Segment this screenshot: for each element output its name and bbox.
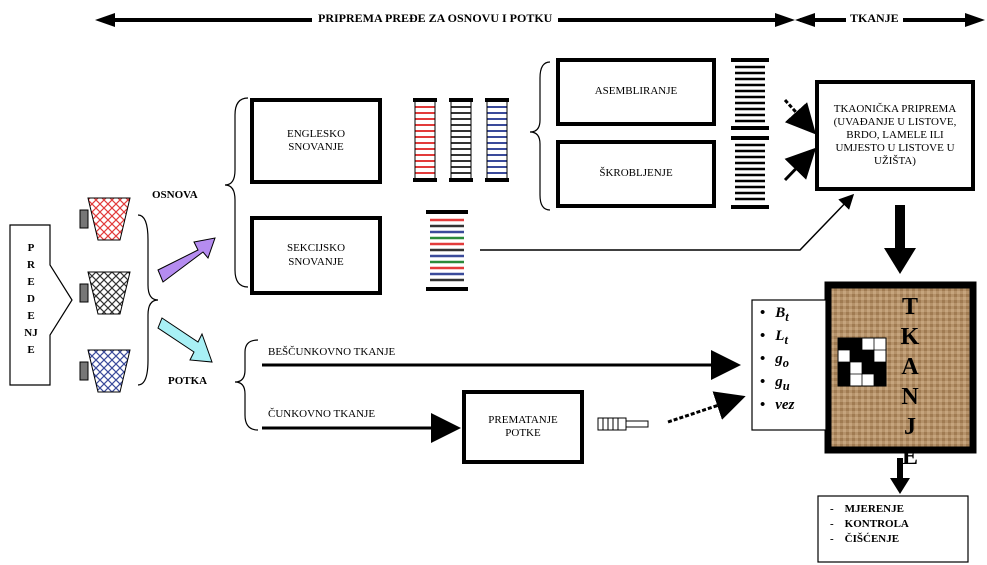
start-label: P R E D E NJ E: [16, 240, 46, 359]
finishing-item-label: KONTROLA: [844, 518, 909, 530]
param-base: g: [775, 351, 783, 367]
param-base: L: [775, 328, 785, 344]
loom-prep-box: TKAONIČKA PRIPREMA (UVAĐANJE U LISTOVE, …: [815, 80, 975, 191]
english-warping-box: ENGLESKO SNOVANJE: [250, 98, 382, 184]
shuttle-label: ČUNKOVNO TKANJE: [268, 408, 376, 420]
pirn-icon: [597, 417, 649, 431]
section-beam: [426, 210, 468, 291]
weaving-letter: N: [901, 384, 919, 410]
shuttleless-label: BEŠČUNKOVNO TKANJE: [268, 346, 396, 358]
cone-red: [79, 197, 131, 241]
cone-black: [79, 271, 131, 315]
weaving-label: T K A N J E: [885, 292, 935, 472]
arrow-weaving-to-finishing: [890, 458, 910, 494]
english-warping-label: ENGLESKO SNOVANJE: [286, 127, 346, 153]
parameter-item: •gu: [760, 374, 790, 393]
cones-brace: [137, 214, 159, 386]
warp-beam-blue: [485, 98, 509, 182]
start-letter: R: [27, 259, 35, 271]
start-letter: P: [27, 242, 35, 254]
warp-beam-red: [413, 98, 437, 182]
sized-beam: [731, 136, 769, 209]
start-letter: E: [27, 344, 35, 356]
assembly-brace: [529, 61, 551, 211]
warp-beam-black: [449, 98, 473, 182]
start-letter: E: [27, 276, 35, 288]
arrow-pirn-to-weaving: [667, 391, 746, 424]
parameter-item: •go: [760, 351, 790, 370]
weaving-letter: K: [900, 324, 920, 350]
param-base: vez: [775, 397, 795, 413]
param-sub: t: [785, 310, 789, 324]
arrow-section-to-prep: [480, 193, 855, 251]
arrow-assembled-to-prep: [783, 98, 817, 135]
finishing-item: - MJERENJE: [830, 503, 904, 515]
finishing-item: - ČIŠĆENJE: [830, 533, 900, 545]
loom-prep-label: TKAONIČKA PRIPREMA (UVAĐANJE U LISTOVE, …: [833, 102, 957, 168]
finishing-item-label: ČIŠĆENJE: [844, 533, 900, 545]
branch-weft: POTKA: [168, 375, 208, 387]
weaving-letter: A: [901, 354, 919, 380]
arrow-to-weft: [157, 317, 213, 363]
branch-warp: OSNOVA: [152, 189, 198, 201]
weaving-letter: E: [901, 444, 918, 470]
arrow-to-warp: [157, 237, 216, 283]
section-warping-label: SEKCIJSKO SNOVANJE: [286, 242, 346, 268]
assembling-box: ASEMBLIRANJE: [556, 58, 716, 126]
section-warping-box: SEKCIJSKO SNOVANJE: [250, 216, 382, 295]
header-preparation: PRIPREMA PREĐE ZA OSNOVU I POTKU: [312, 11, 559, 26]
sizing-label: ŠKROBLJENJE: [599, 167, 673, 180]
finishing-box: [817, 495, 969, 563]
weaving-letter: J: [904, 414, 916, 440]
param-sub: t: [784, 333, 788, 347]
parameter-item: •Lt: [760, 328, 788, 347]
arrow-sized-to-prep: [783, 147, 817, 182]
assembled-beam: [731, 58, 769, 130]
weave-pattern: [837, 337, 887, 387]
parameter-list: •Bt •Lt •go •gu •vez: [760, 305, 794, 420]
finishing-list: - MJERENJE - KONTROLA - ČIŠĆENJE: [830, 503, 909, 548]
parameter-item: •vez: [760, 397, 795, 413]
assembling-label: ASEMBLIRANJE: [594, 85, 678, 98]
start-letter: NJ: [24, 327, 38, 339]
weaving-letter: T: [901, 294, 918, 320]
start-letter: D: [27, 293, 35, 305]
parameter-box: [751, 299, 827, 431]
param-base: g: [775, 374, 783, 390]
param-sub: u: [782, 379, 790, 393]
header-weaving: TKANJE: [846, 11, 903, 26]
parameter-item: •Bt: [760, 305, 789, 324]
start-arrow-shape: [9, 224, 73, 386]
warp-brace: [224, 97, 249, 288]
sizing-box: ŠKROBLJENJE: [556, 140, 716, 208]
weft-rewinding-box: PREMATANJE POTKE: [462, 390, 584, 464]
weft-brace: [234, 339, 259, 431]
cone-blue: [79, 349, 131, 393]
param-sub: o: [782, 356, 790, 370]
arrow-prep-to-weaving: [884, 205, 916, 274]
param-base: B: [775, 305, 786, 321]
finishing-item-label: MJERENJE: [844, 503, 904, 515]
finishing-item: - KONTROLA: [830, 518, 909, 530]
start-letter: E: [27, 310, 35, 322]
weft-rewinding-label: PREMATANJE POTKE: [488, 413, 558, 439]
